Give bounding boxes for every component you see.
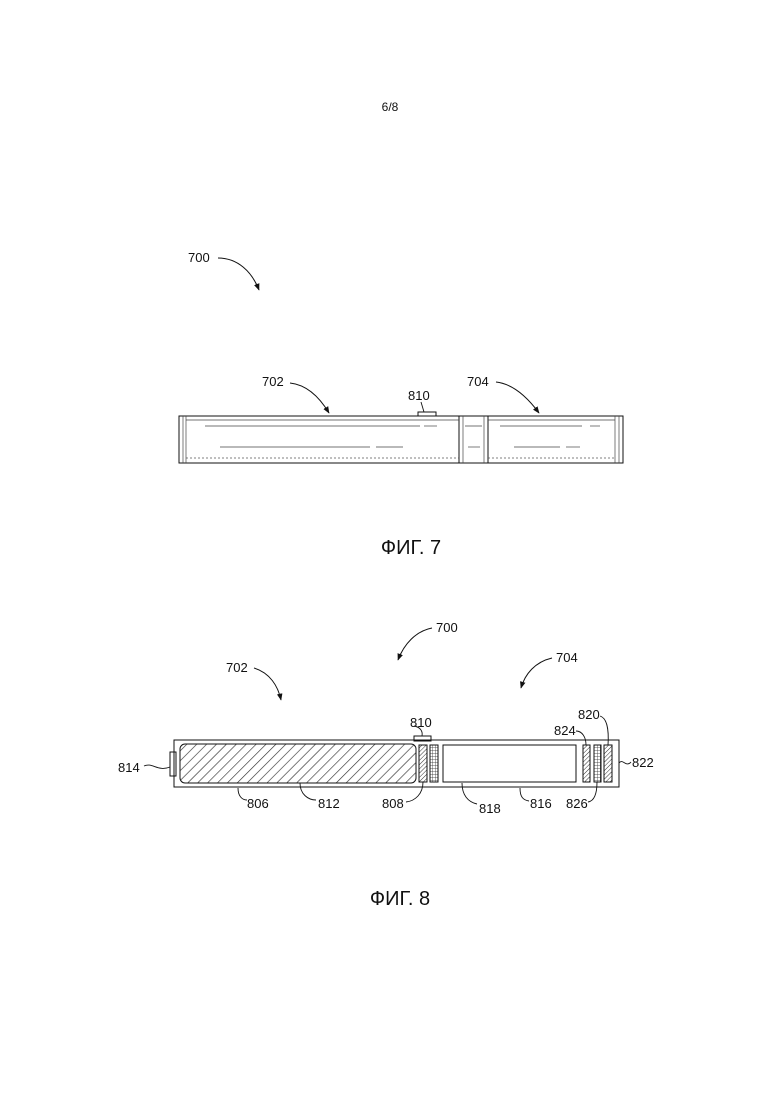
figure-8: 700 702 704 (118, 620, 654, 910)
fig8-label-814: 814 (118, 760, 140, 775)
sheet-number: 6/8 (382, 100, 399, 114)
fig7-arrow-702 (290, 383, 329, 413)
fig7-caption: ФИГ. 7 (381, 537, 441, 559)
fig8-element-824 (583, 745, 590, 782)
fig8-label-810: 810 (410, 715, 432, 730)
fig8-label-820: 820 (578, 707, 600, 722)
fig8-label-808: 808 (382, 796, 404, 811)
fig7-label-704: 704 (467, 374, 489, 389)
fig8-arrow-700 (398, 628, 432, 660)
fig8-arrow-702 (254, 668, 281, 700)
fig7-arrow-704 (496, 382, 539, 413)
fig8-element-826 (594, 745, 601, 782)
fig8-element-adjacent (430, 745, 438, 782)
fig7-label-810: 810 (408, 388, 430, 403)
fig8-label-824: 824 (554, 723, 576, 738)
fig8-label-816: 816 (530, 796, 552, 811)
fig8-label-826: 826 (566, 796, 588, 811)
fig7-label-702: 702 (262, 374, 284, 389)
fig8-label-812: 812 (318, 796, 340, 811)
fig7-connector-810 (418, 412, 436, 416)
fig8-battery-812 (180, 744, 416, 783)
fig7-leader-810 (421, 402, 424, 412)
fig8-element-820 (604, 745, 612, 782)
fig8-control-808 (419, 745, 427, 782)
fig7-label-700: 700 (188, 250, 210, 265)
fig8-end-cap-814 (170, 752, 176, 776)
fig8-label-700: 700 (436, 620, 458, 635)
figure-7: 700 702 810 704 (179, 250, 623, 559)
fig8-label-822: 822 (632, 755, 654, 770)
fig8-label-704: 704 (556, 650, 578, 665)
fig7-arrow-700 (218, 258, 259, 290)
fig8-arrow-704 (521, 658, 552, 688)
fig8-reservoir-818 (443, 745, 576, 782)
fig8-label-806: 806 (247, 796, 269, 811)
fig8-label-818: 818 (479, 801, 501, 816)
fig7-device-body (179, 412, 623, 463)
fig8-caption: ФИГ. 8 (370, 888, 430, 910)
fig8-label-702: 702 (226, 660, 248, 675)
